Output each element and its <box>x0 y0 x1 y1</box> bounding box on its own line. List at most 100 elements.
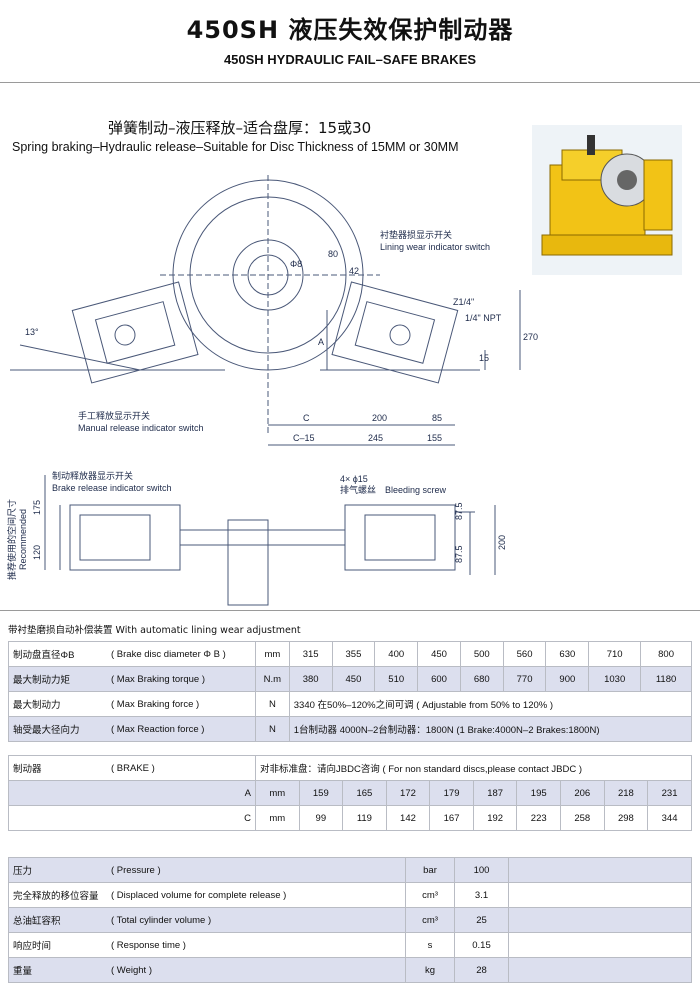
value-cell: 187 <box>472 780 518 806</box>
nonstandard-note: 对非标准盘：请向JBDC咨询 ( For non standard discs,… <box>255 755 692 781</box>
value-cell: 1180 <box>640 666 692 692</box>
page-title-en: 450SH HYDRAULIC FAIL–SAFE BRAKES <box>223 52 477 67</box>
dim-15-label: 15 <box>479 353 489 363</box>
value-cell: 710 <box>588 641 642 667</box>
row-label-en: ( Pressure ) <box>107 857 406 883</box>
dim-245-label: 245 <box>368 433 383 443</box>
unit-cell: s <box>405 932 455 958</box>
value-cell: 0.15 <box>454 932 509 958</box>
row-label-en: ( Response time ) <box>107 932 406 958</box>
empty-cell <box>508 882 692 908</box>
table-row: 总油缸容积 ( Total cylinder volume ) cm³ 25 <box>8 907 692 933</box>
dim-42-label: 42 <box>349 266 359 276</box>
spec-table-2: 制动器 ( BRAKE ) 对非标准盘：请向JBDC咨询 ( For non s… <box>8 755 692 831</box>
row-label: C <box>8 805 256 831</box>
value-cell: 192 <box>472 805 518 831</box>
value-cell: 100 <box>454 857 509 883</box>
value-cell: 600 <box>417 666 461 692</box>
value-cell: 3.1 <box>454 882 509 908</box>
phi8-label: Φ8 <box>290 259 302 269</box>
divider <box>0 82 700 83</box>
dim-200-label: 200 <box>372 413 387 423</box>
value-cell: 206 <box>560 780 605 806</box>
value-cell: 298 <box>603 805 649 831</box>
unit-cell: bar <box>405 857 455 883</box>
value-cell: 1台制动器 4000N–2台制动器：1800N (1 Brake:4000N–2… <box>288 716 693 742</box>
empty-cell <box>508 932 692 958</box>
unit-cell: mm <box>255 805 300 831</box>
lining-switch-en: Lining wear indicator switch <box>380 242 490 252</box>
row-label-cn: 总油缸容积 <box>8 907 107 933</box>
row-label: A <box>8 780 256 806</box>
dim-155-label: 155 <box>427 433 442 443</box>
npt-label: 1/4" NPT <box>465 313 502 323</box>
value-cell: 770 <box>502 666 547 692</box>
manual-switch-en: Manual release indicator switch <box>78 423 204 433</box>
row-label-en: ( Brake disc diameter Φ B ) <box>107 641 256 667</box>
table-row: 制动盘直径ΦB ( Brake disc diameter Φ B ) mm 3… <box>8 641 692 667</box>
table-row: 轴受最大径向力 ( Max Reaction force ) N 1台制动器 4… <box>8 716 693 742</box>
table-row: 制动器 ( BRAKE ) 对非标准盘：请向JBDC咨询 ( For non s… <box>8 755 692 781</box>
table-row: C mm 99 119 142 167 192 223 258 298 344 <box>8 805 692 831</box>
technical-drawing: 13° Φ8 80 42 衬垫器损显示开关 Lining wear indica… <box>6 175 538 606</box>
table-row: 最大制动力矩 ( Max Braking torque ) N.m 380 45… <box>8 666 692 692</box>
subtitle-en: Spring braking–Hydraulic release–Suitabl… <box>12 140 459 154</box>
row-label-en: ( Max Braking torque ) <box>107 666 256 692</box>
row-label-en: ( BRAKE ) <box>107 755 256 781</box>
row-label-cn: 最大制动力矩 <box>8 666 107 692</box>
table-row: 重量 ( Weight ) kg 28 <box>8 957 692 983</box>
dim-875-lower: 87.5 <box>454 545 464 563</box>
value-cell: 680 <box>459 666 504 692</box>
value-cell: 195 <box>516 780 561 806</box>
unit-cell: cm³ <box>405 882 455 908</box>
value-cell: 258 <box>560 805 605 831</box>
value-cell: 400 <box>374 641 419 667</box>
value-cell: 500 <box>459 641 504 667</box>
value-cell: 99 <box>298 805 344 831</box>
value-cell: 179 <box>429 780 474 806</box>
value-cell: 3340 在50%–120%之间可调 ( Adjustable from 50%… <box>288 691 693 717</box>
dim-120-label: 120 <box>32 545 42 560</box>
bleed-screw-en: Bleeding screw <box>385 485 447 495</box>
table-row: 最大制动力 ( Max Braking force ) N 3340 在50%–… <box>8 691 693 717</box>
value-cell: 159 <box>298 780 344 806</box>
z14-label: Z1/4" <box>453 297 474 307</box>
value-cell: 1030 <box>588 666 642 692</box>
divider-2 <box>0 610 700 611</box>
dim-85-label: 85 <box>432 413 442 423</box>
dim-875-upper: 87.5 <box>454 502 464 520</box>
dim-a-label: A <box>318 337 324 347</box>
value-cell: 630 <box>545 641 590 667</box>
value-cell: 560 <box>502 641 547 667</box>
dim-175-label: 175 <box>32 500 42 515</box>
value-cell: 510 <box>374 666 419 692</box>
dim-200v-label: 200 <box>497 535 507 550</box>
unit-cell: N.m <box>255 666 290 692</box>
page-title: 450SH 液压失效保护制动器 <box>186 16 514 44</box>
subtitle-cn: 弹簧制动–液压释放–适合盘厚：15或30 <box>108 119 372 137</box>
row-label-cn: 轴受最大径向力 <box>8 716 107 742</box>
unit-cell: cm³ <box>405 907 455 933</box>
value-cell: 900 <box>545 666 590 692</box>
unit-cell: mm <box>255 641 290 667</box>
empty-cell <box>508 957 692 983</box>
row-label-cn: 压力 <box>8 857 107 883</box>
row-label-en: ( Max Braking force ) <box>107 691 256 717</box>
value-cell: 380 <box>288 666 333 692</box>
vertical-note-cn: 推荐使用的空间尺寸 <box>6 499 17 580</box>
row-label-en: ( Max Reaction force ) <box>107 716 256 742</box>
dim-c-label: C <box>303 413 310 423</box>
row-label-cn: 完全释放的移位容量 <box>8 882 107 908</box>
value-cell: 167 <box>429 805 474 831</box>
dim-270-label: 270 <box>523 332 538 342</box>
dim-c15-label: C–15 <box>293 433 315 443</box>
table-row: 压力 ( Pressure ) bar 100 <box>8 857 692 883</box>
table-row: 响应时间 ( Response time ) s 0.15 <box>8 932 692 958</box>
row-label-cn: 制动器 <box>8 755 107 781</box>
empty-cell <box>508 857 692 883</box>
value-cell: 231 <box>647 780 692 806</box>
value-cell: 315 <box>288 641 333 667</box>
lining-adjust-note: 带衬垫磨损自动补偿装置 With automatic lining wear a… <box>8 625 301 636</box>
value-cell: 450 <box>417 641 461 667</box>
lining-switch-cn: 衬垫器损显示开关 <box>380 229 452 240</box>
